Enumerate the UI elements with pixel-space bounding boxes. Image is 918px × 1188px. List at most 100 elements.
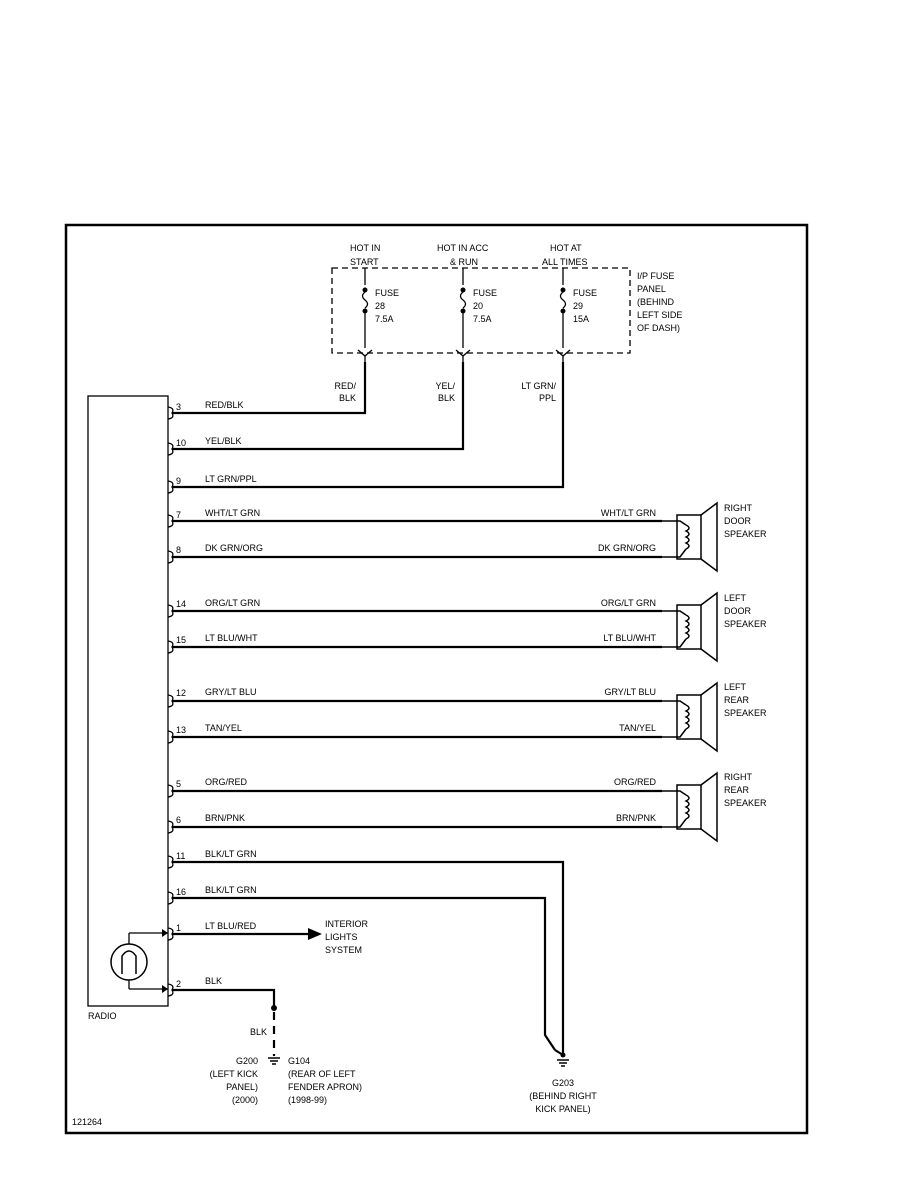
ground-symbol-icon [554, 1049, 569, 1067]
arrow-right-icon [308, 928, 322, 940]
pin-number: 11 [176, 851, 185, 861]
pin-number: 13 [176, 725, 186, 735]
speakers-group [662, 501, 718, 843]
svg-text:REAR: REAR [724, 785, 750, 795]
speaker-icon [662, 681, 718, 753]
svg-text:INTERIOR: INTERIOR [325, 919, 369, 929]
fuse-number: 29 [573, 301, 583, 311]
wire-label: GRY/LT BLU [205, 687, 257, 697]
pin-15: 15 LT BLU/WHT LT BLU/WHT [172, 633, 662, 649]
fuse-number: 20 [473, 301, 483, 311]
svg-text:LEFT: LEFT [724, 593, 747, 603]
svg-text:PANEL): PANEL) [226, 1082, 258, 1092]
fuse-20: HOT IN ACC & RUN FUSE 20 7.5A YEL/ BLK [435, 243, 497, 403]
pin-2: 2 BLK BLK [172, 976, 277, 1056]
svg-text:LEFT: LEFT [724, 682, 747, 692]
svg-text:(BEHIND RIGHT: (BEHIND RIGHT [529, 1091, 597, 1101]
speaker-icon [662, 771, 718, 843]
wire-label: BLK/LT GRN [205, 885, 257, 895]
fuse-label: FUSE [473, 288, 497, 298]
svg-text:REAR: REAR [724, 695, 750, 705]
svg-text:SPEAKER: SPEAKER [724, 708, 767, 718]
fuse-number: 28 [375, 301, 385, 311]
wire-label: ORG/LT GRN [205, 598, 260, 608]
fuse-wire-color: YEL/ [435, 381, 455, 391]
interior-lights-label: INTERIOR LIGHTS SYSTEM [325, 919, 369, 955]
wire-label: WHT/LT GRN [205, 508, 260, 518]
svg-text:KICK PANEL): KICK PANEL) [535, 1104, 590, 1114]
wire-lt-grn-ppl [172, 362, 565, 489]
radio-lamp-icon [110, 929, 168, 993]
speaker-right-door-label: RIGHT DOOR SPEAKER [724, 503, 767, 539]
ground-symbol-icon [268, 1057, 280, 1065]
svg-text:(REAR OF LEFT: (REAR OF LEFT [288, 1069, 356, 1079]
svg-text:DOOR: DOOR [724, 606, 752, 616]
svg-text:SPEAKER: SPEAKER [724, 529, 767, 539]
wire-label: DK GRN/ORG [205, 543, 263, 553]
pin-number: 15 [176, 635, 186, 645]
pin-number: 1 [176, 923, 181, 933]
wire-label-right: ORG/RED [614, 777, 657, 787]
pin-number: 5 [176, 779, 181, 789]
pin-number: 2 [176, 979, 181, 989]
fuse-rating: 7.5A [375, 314, 394, 324]
svg-text:OF DASH): OF DASH) [637, 323, 680, 333]
pin-13: 13 TAN/YEL TAN/YEL [172, 723, 662, 739]
svg-text:G203: G203 [552, 1078, 574, 1088]
wire-label-right: DK GRN/ORG [598, 543, 656, 553]
wire-label: YEL/BLK [205, 436, 242, 446]
pin-5: 5 ORG/RED ORG/RED [172, 777, 662, 793]
svg-text:SYSTEM: SYSTEM [325, 945, 362, 955]
svg-text:(BEHIND: (BEHIND [637, 297, 675, 307]
wire-label: LT BLU/RED [205, 921, 257, 931]
fuse-label: FUSE [573, 288, 597, 298]
svg-text:RIGHT: RIGHT [724, 772, 753, 782]
wire-label-right: GRY/LT BLU [604, 687, 656, 697]
fuse-rating: 15A [573, 314, 589, 324]
pin-number: 6 [176, 815, 181, 825]
wire-label-right: ORG/LT GRN [601, 598, 656, 608]
fuse-rating: 7.5A [473, 314, 492, 324]
wire-label-right: LT BLU/WHT [603, 633, 656, 643]
pin-16: 16 BLK/LT GRN [172, 885, 556, 1051]
fuse-wire-color: BLK [438, 393, 455, 403]
fuse-29: HOT AT ALL TIMES FUSE 29 15A LT GRN/ PPL [521, 243, 597, 403]
radio-box [87, 395, 169, 1007]
fuse-hot-label: START [350, 257, 379, 267]
svg-text:SPEAKER: SPEAKER [724, 619, 767, 629]
pin-14: 14 ORG/LT GRN ORG/LT GRN [172, 598, 662, 613]
svg-text:(LEFT KICK: (LEFT KICK [210, 1069, 258, 1079]
wire-label: LT BLU/WHT [205, 633, 258, 643]
wire-yel-blk [172, 362, 465, 451]
fuse-hot-label: HOT IN [350, 243, 380, 253]
wire-label: RED/BLK [205, 400, 244, 410]
wire-label: BLK [205, 976, 222, 986]
fuse-hot-label: HOT IN ACC [437, 243, 489, 253]
speaker-left-door-label: LEFT DOOR SPEAKER [724, 593, 767, 629]
fuse-panel-box [331, 267, 631, 354]
fuse-28: HOT IN START FUSE 28 7.5A RED/ BLK [334, 243, 399, 403]
fuse-label: FUSE [375, 288, 399, 298]
pin-number: 9 [176, 476, 181, 486]
pin-6: 6 BRN/PNK BRN/PNK [172, 813, 662, 829]
wire-red-blk [172, 362, 367, 415]
fuse-wire-color: PPL [539, 393, 556, 403]
wire-label: ORG/RED [205, 777, 248, 787]
svg-text:G200: G200 [236, 1056, 258, 1066]
pin-1: 1 LT BLU/RED [172, 921, 322, 940]
speaker-right-rear-label: RIGHT REAR SPEAKER [724, 772, 767, 808]
speaker-left-rear-label: LEFT REAR SPEAKER [724, 682, 767, 718]
fuse-wire-color: RED/ [334, 381, 356, 391]
svg-text:RIGHT: RIGHT [724, 503, 753, 513]
pin-number: 12 [176, 688, 186, 698]
pin-number: 14 [176, 599, 186, 609]
wire-label-right: TAN/YEL [619, 723, 656, 733]
wire-label-right: WHT/LT GRN [601, 508, 656, 518]
radio-label: RADIO [88, 1011, 117, 1021]
pin-11: 11 BLK/LT GRN [172, 849, 565, 1055]
fuse-hot-label: & RUN [450, 257, 478, 267]
diagram-frame [64, 223, 809, 1135]
pin-8: 8 DK GRN/ORG DK GRN/ORG [172, 543, 662, 559]
wire-label: BLK/LT GRN [205, 849, 257, 859]
